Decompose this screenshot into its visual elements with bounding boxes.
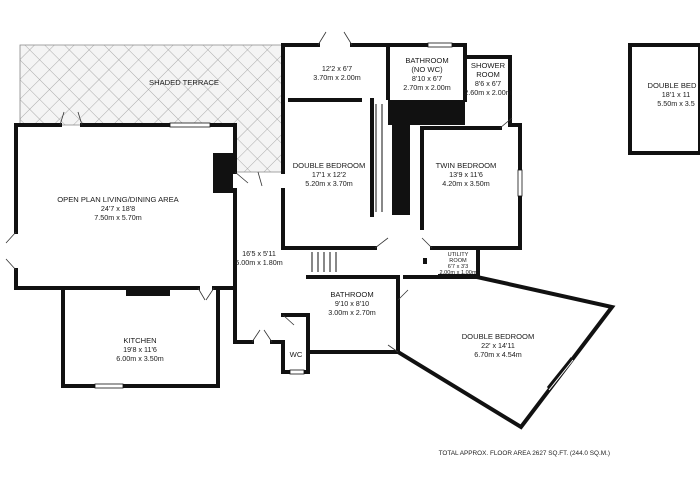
total-floor-area: TOTAL APPROX. FLOOR AREA 2627 SQ.FT. (24… xyxy=(438,450,610,457)
walls xyxy=(14,43,700,430)
room-utility: UTILITY ROOM 6'7 x 3'3 2.00m x 1.00m xyxy=(440,252,477,276)
utility-imperial: 6'7 x 3'3 xyxy=(448,264,469,270)
utility-metric: 2.00m x 1.00m xyxy=(440,270,477,276)
porch-imperial: 12'2 x 6'7 xyxy=(322,64,352,73)
bathroom-imperial: 9'10 x 8'10 xyxy=(335,299,369,308)
kitchen-name: KITCHEN xyxy=(123,336,156,345)
bathroom-no-wc-name2: (NO WC) xyxy=(411,65,443,74)
room-double-bedroom-3: DOUBLE BED 18'1 x 11 5.50m x 3.5 xyxy=(648,81,697,108)
shower-name2: ROOM xyxy=(476,70,500,79)
room-wc: WC xyxy=(290,350,303,359)
room-hall: 16'5 x 5'11 5.00m x 1.80m xyxy=(235,249,283,267)
bathroom-metric: 3.00m x 2.70m xyxy=(328,308,376,317)
doors xyxy=(5,31,513,353)
porch-metric: 3.70m x 2.00m xyxy=(313,73,361,82)
twin-bedroom-imperial: 13'9 x 11'6 xyxy=(449,170,483,179)
bathroom-no-wc-metric: 2.70m x 2.00m xyxy=(403,83,451,92)
wc-name: WC xyxy=(290,350,303,359)
shower-metric: 2.60m x 2.00m xyxy=(464,88,512,97)
kitchen-imperial: 19'8 x 11'6 xyxy=(123,345,157,354)
double-bedroom-3-walls xyxy=(628,43,700,155)
bathroom-no-wc-imperial: 8'10 x 6'7 xyxy=(412,74,442,83)
double-bedroom-2-metric: 6.70m x 4.54m xyxy=(474,350,522,359)
living-name: OPEN PLAN LIVING/DINING AREA xyxy=(57,195,179,204)
room-bathroom-no-wc: BATHROOM (NO WC) 8'10 x 6'7 2.70m x 2.00… xyxy=(403,56,451,92)
hall-imperial: 16'5 x 5'11 xyxy=(242,249,276,258)
windows xyxy=(94,42,574,391)
living-imperial: 24'7 x 18'8 xyxy=(101,204,135,213)
terrace-name: SHADED TERRACE xyxy=(149,78,219,87)
room-twin-bedroom: TWIN BEDROOM 13'9 x 11'6 4.20m x 3.50m xyxy=(436,161,497,188)
room-living: OPEN PLAN LIVING/DINING AREA 24'7 x 18'8… xyxy=(57,195,179,222)
double-bedroom-2-imperial: 22' x 14'11 xyxy=(481,341,515,350)
bathroom-no-wc-name: BATHROOM xyxy=(405,56,448,65)
chimney-block xyxy=(213,153,233,193)
room-shower: SHOWER ROOM 8'6 x 6'7 2.60m x 2.00m xyxy=(464,61,512,97)
room-terrace: SHADED TERRACE xyxy=(149,78,219,87)
shower-imperial: 8'6 x 6'7 xyxy=(475,79,501,88)
twin-bedroom-metric: 4.20m x 3.50m xyxy=(442,179,490,188)
double-bedroom-3-metric: 5.50m x 3.5 xyxy=(657,99,695,108)
double-bedroom-2-name: DOUBLE BEDROOM xyxy=(462,332,535,341)
room-double-bedroom-2: DOUBLE BEDROOM 22' x 14'11 6.70m x 4.54m xyxy=(462,332,535,359)
hall-metric: 5.00m x 1.80m xyxy=(235,258,283,267)
double-bedroom-1-imperial: 17'1 x 12'2 xyxy=(312,170,346,179)
room-bathroom: BATHROOM 9'10 x 8'10 3.00m x 2.70m xyxy=(328,290,376,317)
kitchen-metric: 6.00m x 3.50m xyxy=(116,354,164,363)
shower-name: SHOWER xyxy=(471,61,506,70)
twin-bedroom-name: TWIN BEDROOM xyxy=(436,161,497,170)
utility-name2: ROOM xyxy=(449,258,467,264)
kitchen-hob xyxy=(126,288,170,296)
living-metric: 7.50m x 5.70m xyxy=(94,213,142,222)
double-bedroom-3-name: DOUBLE BED xyxy=(648,81,697,90)
bathroom-name: BATHROOM xyxy=(330,290,373,299)
stairs xyxy=(311,104,383,272)
terrace-area xyxy=(19,44,284,173)
room-double-bedroom-1: DOUBLE BEDROOM 17'1 x 12'2 5.20m x 3.70m xyxy=(293,161,366,188)
double-bedroom-1-metric: 5.20m x 3.70m xyxy=(305,179,353,188)
stair-core xyxy=(388,100,465,215)
room-kitchen: KITCHEN 19'8 x 11'6 6.00m x 3.50m xyxy=(116,336,164,363)
utility-name: UTILITY xyxy=(448,252,469,258)
double-bedroom-1-name: DOUBLE BEDROOM xyxy=(293,161,366,170)
room-porch: 12'2 x 6'7 3.70m x 2.00m xyxy=(313,64,361,82)
double-bedroom-3-imperial: 18'1 x 11 xyxy=(662,90,690,99)
